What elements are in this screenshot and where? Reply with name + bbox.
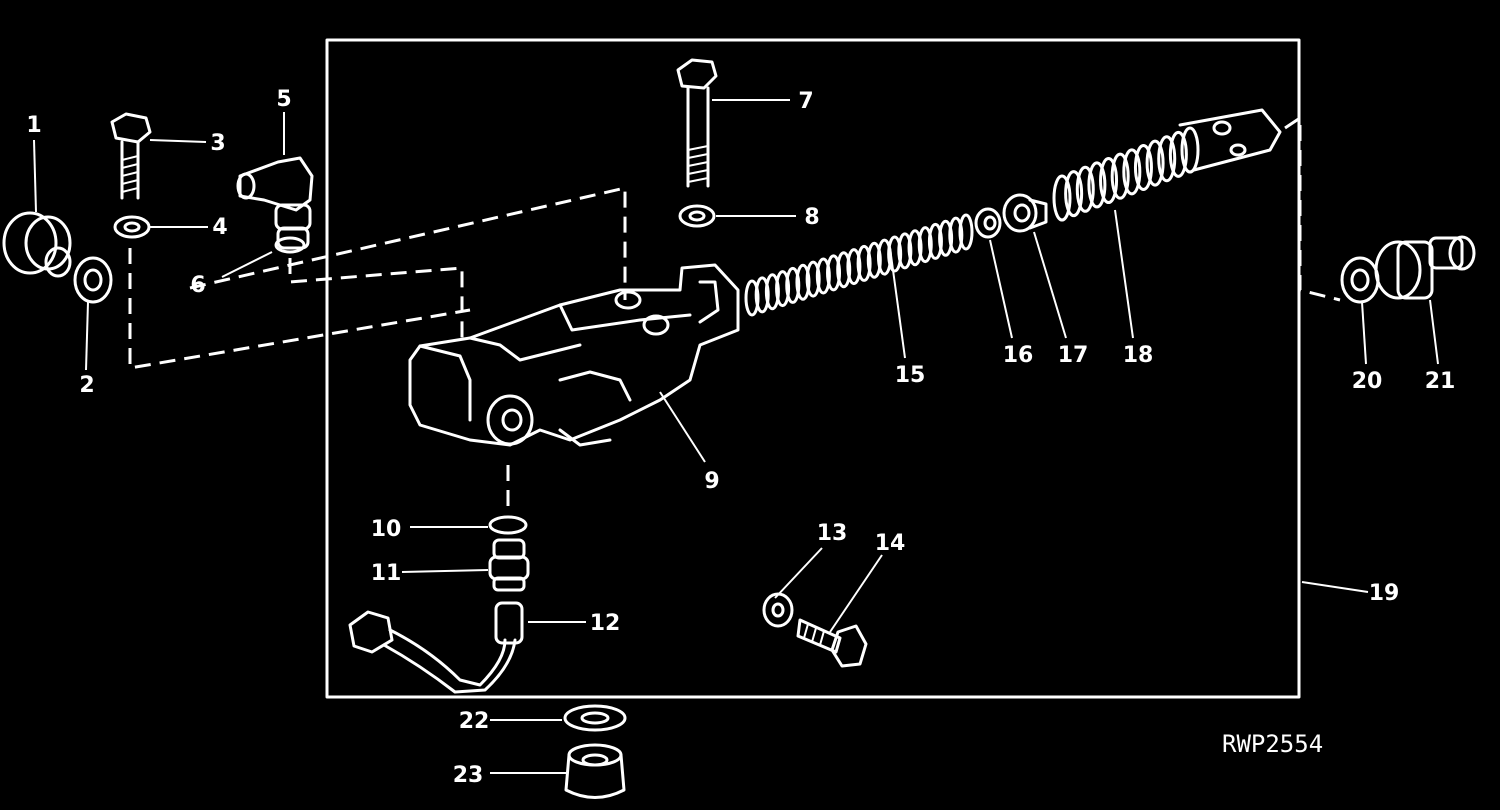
part-17-retainer	[1002, 193, 1048, 233]
spool-land	[1052, 174, 1072, 222]
spring-coil	[785, 266, 801, 304]
callout-4: 4	[212, 215, 227, 240]
callout-17: 17	[1058, 343, 1089, 368]
spring-coil	[795, 263, 811, 301]
alignment-lines	[128, 115, 1341, 510]
spring-coil	[938, 219, 954, 257]
spool-land	[1064, 170, 1084, 218]
spring-coil	[846, 248, 862, 286]
callout-19: 19	[1369, 581, 1400, 606]
part-3-bolt	[110, 112, 152, 200]
spring-coil	[754, 276, 770, 314]
part-11-adapter	[488, 538, 530, 592]
callout-23: 23	[453, 763, 484, 788]
spring-coil	[917, 226, 933, 264]
spool-land	[1145, 139, 1165, 187]
part-22-washer	[563, 704, 627, 732]
part-14-capscrew	[796, 618, 868, 668]
spring-coil	[887, 235, 903, 273]
spool-land	[1168, 130, 1188, 178]
callout-5: 5	[276, 87, 291, 112]
callout-3: 3	[210, 131, 225, 156]
callout-16: 16	[1003, 343, 1034, 368]
callout-11: 11	[371, 561, 402, 586]
part-23-plug	[564, 743, 626, 799]
callout-20: 20	[1352, 369, 1383, 394]
spool-land	[1122, 148, 1142, 196]
part-2-washer	[73, 256, 113, 304]
spring-coil	[948, 216, 964, 254]
part-18-spool	[1052, 108, 1282, 222]
callout-10: 10	[371, 517, 402, 542]
part-7-bolt	[676, 58, 718, 188]
spool-land	[1087, 161, 1107, 209]
callout-14: 14	[875, 531, 906, 556]
assembly-box	[325, 38, 1301, 699]
spring-coil	[958, 213, 974, 251]
spring-coil	[866, 241, 882, 279]
part-12-tube	[348, 601, 524, 694]
callout-7: 7	[798, 89, 813, 114]
callout-2: 2	[79, 373, 94, 398]
spool-land	[1133, 143, 1153, 191]
spring-coil	[856, 244, 872, 282]
leader-lines	[33, 99, 1439, 774]
part-8-lockwasher	[678, 204, 716, 228]
spool-land	[1157, 135, 1177, 183]
figure-code: RWP2554	[1222, 730, 1323, 758]
part-13-lockwasher	[762, 592, 794, 628]
part-10-oring	[488, 515, 528, 535]
callout-9: 9	[704, 469, 719, 494]
callout-8: 8	[804, 205, 819, 230]
spring-coil	[805, 260, 821, 298]
part-9-valve-body	[408, 263, 740, 447]
callout-18: 18	[1123, 343, 1154, 368]
part-20-washer	[1340, 256, 1380, 304]
spool-land	[1180, 126, 1200, 174]
spring-coil	[836, 251, 852, 289]
spring-coil	[826, 254, 842, 292]
callout-12: 12	[590, 611, 621, 636]
part-6-oring	[274, 236, 306, 254]
spool-land	[1099, 157, 1119, 205]
callout-6: 6	[190, 273, 205, 298]
callout-1: 1	[26, 113, 41, 138]
part-21-fitting	[1374, 235, 1476, 300]
spring-coil	[897, 232, 913, 270]
spool-land	[1075, 165, 1095, 213]
part-1-fitting	[2, 211, 72, 278]
callout-13: 13	[817, 521, 848, 546]
spring-coil	[775, 270, 791, 308]
callout-22: 22	[459, 709, 490, 734]
spring-coil	[815, 257, 831, 295]
spool-land	[1110, 152, 1130, 200]
spring-coil	[907, 229, 923, 267]
spring-coil	[927, 222, 943, 260]
part-4-lockwasher	[113, 215, 151, 239]
callout-15: 15	[895, 363, 926, 388]
part-16-snapring	[974, 207, 1002, 239]
spring-coil	[744, 279, 760, 317]
part-5-elbow	[236, 156, 314, 250]
spring-coil	[764, 273, 780, 311]
callout-21: 21	[1425, 369, 1456, 394]
part-15-spring	[744, 213, 974, 317]
